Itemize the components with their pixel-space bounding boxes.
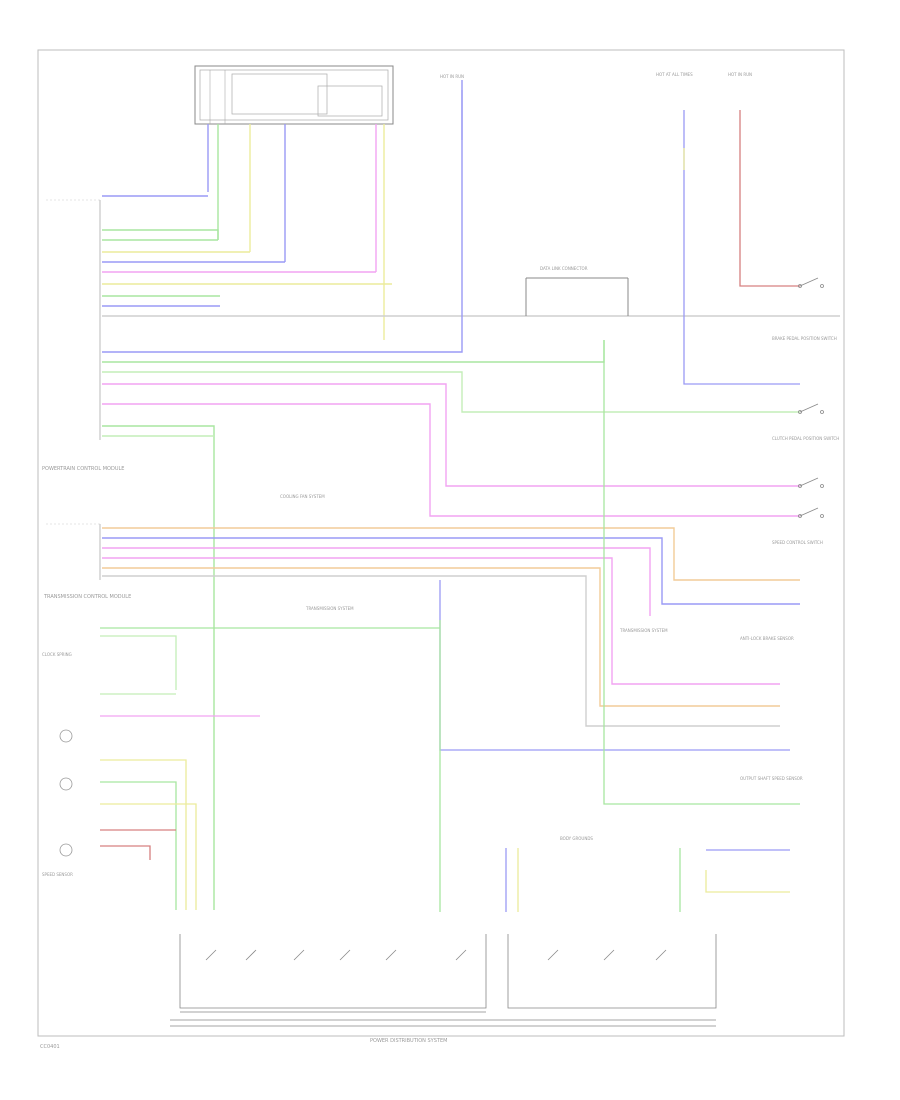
left-component-1: CLOCK SPRING [42,652,72,657]
top-right-label-2: HOT IN RUN [728,72,752,77]
mid-system-label-2: TRANSMISSION SYSTEM [305,606,354,611]
junction-block [194,65,394,125]
left-component-2: SPEED SENSOR [42,872,73,877]
top-right-label-1: HOT AT ALL TIMES [656,72,693,77]
right-component-labels: BRAKE PEDAL POSITION SWITCH CLUTCH PEDAL… [740,336,839,781]
left-sensors [59,729,73,857]
pcm-label: POWERTRAIN CONTROL MODULE [42,466,124,472]
junction-wires [207,124,385,340]
mid-system-label-3: TRANSMISSION SYSTEM [619,628,668,633]
top-right-feeds: HOT AT ALL TIMES HOT IN RUN [656,72,800,385]
mid-system-label-1: COOLING FAN SYSTEM [280,494,325,499]
right-component-4: ANTI-LOCK BRAKE SENSOR [740,636,794,641]
tcm-connector: TRANSMISSION CONTROL MODULE [43,523,131,600]
right-component-1: BRAKE PEDAL POSITION SWITCH [772,336,837,341]
right-component-2: CLUTCH PEDAL POSITION SWITCH [772,436,839,441]
mid-bus-label: DATA LINK CONNECTOR [540,266,588,271]
pcm-connector: POWERTRAIN CONTROL MODULE [42,199,124,472]
top-center-label: HOT IN RUN [440,74,464,79]
center-switch-group: DATA LINK CONNECTOR [525,266,629,316]
left-lower-wires [100,635,260,910]
bottom-center-label: BODY GROUNDS [560,836,593,841]
mid-right-wires [100,340,800,912]
ground-section [170,934,717,1027]
corner-label: CC0401 [40,1044,60,1050]
pcm-harness [102,80,840,910]
bottom-bus-label: POWER DISTRIBUTION SYSTEM [370,1038,447,1044]
right-switches [798,277,824,518]
bottom-right-feeds [505,848,790,912]
right-component-3: SPEED CONTROL SWITCH [772,540,823,545]
diagram-frame [37,49,845,1037]
tcm-harness [102,527,800,727]
tcm-label: TRANSMISSION CONTROL MODULE [43,594,131,600]
top-center-feed: HOT IN RUN [440,74,464,140]
right-component-5: OUTPUT SHAFT SPEED SENSOR [740,776,803,781]
